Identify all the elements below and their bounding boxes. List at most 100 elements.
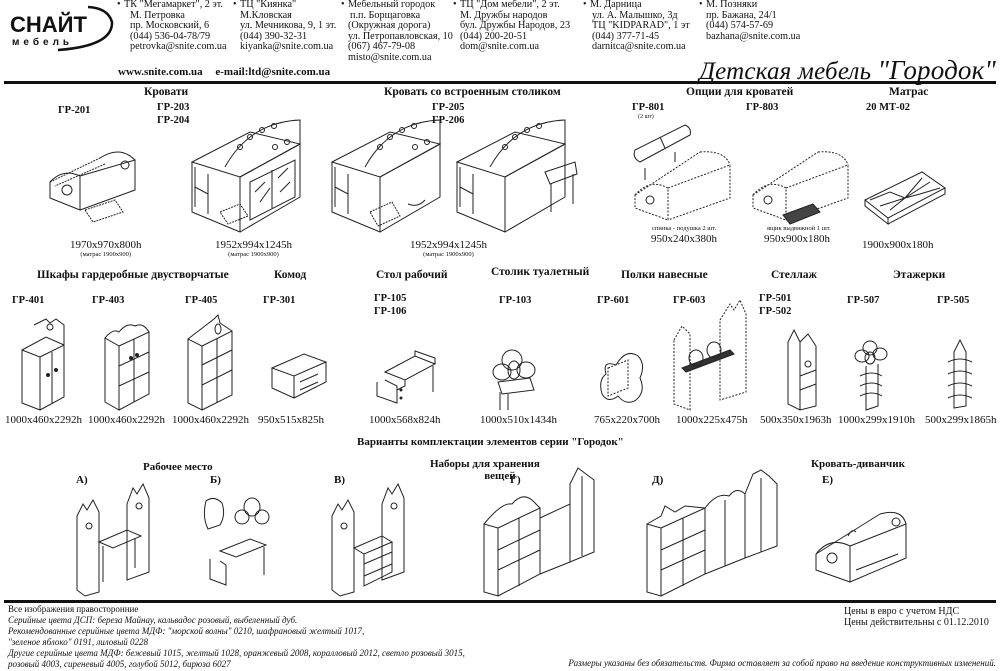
store-kiyanka: • ТЦ "Киянка" М.Кловская ул. Мечникова, … — [233, 0, 337, 53]
variant-option-d[interactable]: Д) — [652, 474, 664, 486]
logo-wordmark: СНАЙТ — [10, 12, 87, 37]
product-code: ГР-203 ГР-204 — [157, 102, 190, 126]
product-code: ГР-803 — [746, 102, 779, 113]
wardrobe-gr401-illustration — [20, 315, 70, 410]
product-code: ГР-401 — [12, 295, 45, 306]
desk-gr105-illustration — [375, 348, 437, 403]
dimensions: 1900x900x180h — [862, 239, 934, 251]
color-note: Серийные цвета ДСП: береза Майнау, кальв… — [8, 615, 298, 625]
catalog-title: Детская мебель "Городок" — [699, 55, 996, 85]
section-heading-bed-options: Опции для кроватей — [686, 86, 794, 98]
dimensions: 1000x510x1434h — [480, 414, 557, 426]
dimensions: 1000x225x475h — [676, 414, 748, 426]
product-code: ГР-505 — [937, 295, 970, 306]
backrest-cushion-gr801-illustration — [630, 120, 740, 225]
variants-heading: Варианты комплектации элементов серии "Г… — [357, 436, 624, 448]
variant-option-e[interactable]: Е) — [822, 474, 833, 486]
variant-group-label: Наборы для хранения вещей — [430, 458, 540, 482]
orientation-note: Все изображения правосторонние — [8, 604, 139, 614]
drawer-gr803-illustration — [748, 140, 858, 230]
dimensions: 765x220x700h — [594, 414, 660, 426]
product-code: ГР-205 ГР-206 — [432, 102, 465, 126]
dimensions: 1000x460x2292h — [172, 414, 249, 426]
variant-option-a[interactable]: А) — [76, 474, 88, 486]
section-heading-whatnots: Этажерки — [893, 269, 946, 281]
product-code: ГР-601 — [597, 295, 630, 306]
dimensions: 500x350x1963h — [760, 414, 832, 426]
section-heading-desk: Стол рабочий — [376, 269, 448, 281]
product-code: ГР-501 ГР-502 — [759, 293, 792, 317]
workplace-b-illustration — [200, 495, 280, 595]
vanity-gr103-illustration — [490, 348, 540, 410]
section-heading-vanity: Столик туалетный — [491, 266, 590, 278]
price-info: Цены в евро с учетом НДС Цены действител… — [844, 606, 989, 628]
loft-bed-gr203-illustration — [190, 112, 305, 237]
dimensions: 500x299x1865h — [925, 414, 997, 426]
storage-set-d-illustration — [645, 462, 790, 597]
mattress-illustration — [860, 170, 950, 230]
bullet-icon: • — [699, 0, 703, 10]
dimensions: 950x900x180h — [764, 233, 830, 245]
header-divider — [4, 81, 996, 84]
product-code: ГР-105 ГР-106 — [374, 293, 407, 317]
dresser-gr301-illustration — [270, 352, 328, 402]
product-code: ГР-301 — [263, 295, 296, 306]
product-code: ГР-801 (2 шт) — [632, 102, 665, 120]
wardrobe-gr405-illustration — [186, 313, 236, 410]
footer-notes: Все изображения правосторонние Серийные … — [8, 604, 465, 670]
variant-option-v[interactable]: В) — [334, 474, 345, 486]
section-heading-rack: Стеллаж — [771, 269, 817, 281]
variant-option-b[interactable]: Б) — [210, 474, 221, 486]
product-code: ГР-507 — [847, 295, 880, 306]
section-heading-dresser: Комод — [274, 269, 307, 281]
dimensions: 950x515x825h — [258, 414, 324, 426]
bed-gr205-illustration — [330, 112, 445, 237]
store-megamarket: • ТК "Мегамаркет", 2 эт. М. Петровка пр.… — [117, 0, 227, 53]
wall-shelf-gr601-illustration — [596, 350, 646, 405]
dimensions: 1970x970x800h (матрас 1900x900) — [70, 239, 142, 258]
rack-gr501-illustration — [786, 328, 826, 410]
product-code: ГР-103 — [499, 295, 532, 306]
option-caption: спинка - подушка 2 шт. — [652, 225, 717, 232]
variant-option-g[interactable]: Г) — [510, 474, 521, 486]
wall-shelf-gr603-illustration — [672, 300, 752, 410]
dimensions: 1000x299x1910h — [838, 414, 915, 426]
series-name: "Городок" — [877, 55, 996, 85]
whatnot-gr505-illustration — [946, 338, 976, 410]
bullet-icon: • — [341, 0, 345, 10]
bed-gr206-illustration — [455, 112, 580, 237]
dimensions: 1000x460x2292h — [5, 414, 82, 426]
section-heading-wardrobes: Шкафы гардеробные двустворчатые — [37, 269, 229, 281]
bullet-icon: • — [583, 0, 587, 10]
workplace-v-illustration — [330, 482, 415, 597]
color-note: Рекомендованные серийные цвета МДФ: "мор… — [8, 626, 365, 636]
store-misto: • Мебельный городок п.п. Борщаговка (Окр… — [341, 0, 453, 63]
product-code: ГР-403 — [92, 295, 125, 306]
dimensions: 1000x568x824h — [369, 414, 441, 426]
section-heading-mattress: Матрас — [889, 86, 929, 98]
email-link[interactable]: e-mail:ltd@snite.com.ua — [215, 66, 331, 78]
dimensions: 950x240x380h — [651, 233, 717, 245]
variant-group-label: Кровать-диванчик — [811, 458, 905, 470]
store-darnitsa: • М. Дарница ул. А. Малышко, 3д ТЦ "KIDP… — [583, 0, 690, 53]
dimensions: 1952x994x1245h (матрас 1900x900) — [215, 239, 292, 258]
section-heading-beds: Кровати — [144, 86, 189, 98]
bullet-icon: • — [233, 0, 237, 10]
section-heading-bed-with-table: Кровать со встроенным столиком — [384, 86, 561, 98]
bullet-icon: • — [117, 0, 121, 10]
website-link[interactable]: www.snite.com.ua — [118, 66, 203, 78]
bullet-icon: • — [453, 0, 457, 10]
whatnot-gr507-illustration — [852, 340, 892, 412]
disclaimer: Размеры указаны без обязательств. Фирма … — [568, 658, 996, 668]
storage-set-g-illustration — [482, 462, 602, 597]
color-note: розовый 4003, сиреневый 4005, голубой 50… — [8, 659, 231, 669]
store-dom-mebeli: • ТЦ "Дом мебели", 2 эт. М. Дружбы народ… — [453, 0, 571, 53]
product-code: ГР-201 — [58, 105, 91, 116]
bed-gr201-illustration — [45, 140, 145, 235]
logo-subtitle: мебель — [12, 37, 74, 48]
sofa-bed-e-illustration — [812, 508, 912, 588]
color-note: Другие серийные цвета МДФ: бежевый 1015,… — [8, 648, 465, 658]
section-heading-wall-shelves: Полки навесные — [621, 269, 708, 281]
product-code: 20 МТ-02 — [866, 102, 911, 113]
dimensions: 1000x460x2292h — [88, 414, 165, 426]
